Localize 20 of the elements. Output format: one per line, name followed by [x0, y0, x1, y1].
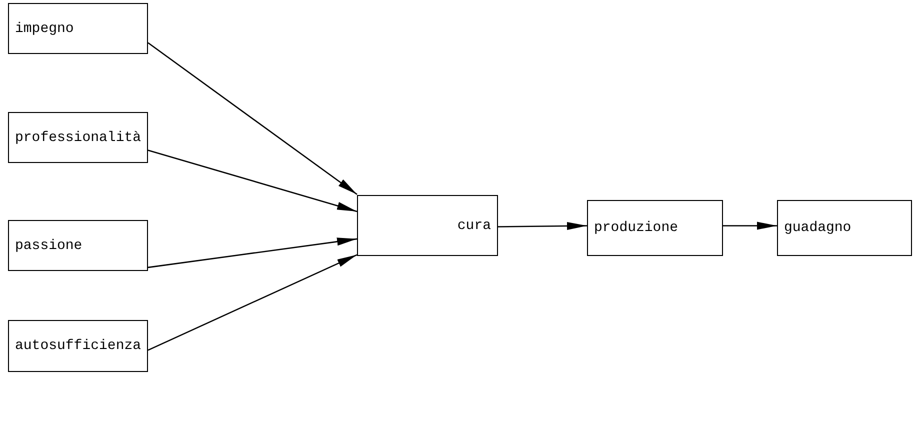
process-box: [357, 195, 498, 256]
process-box: [8, 3, 148, 54]
arrow: [148, 238, 358, 268]
box-label: guadagno: [784, 220, 852, 236]
process-box: [8, 320, 148, 372]
process-box: [777, 200, 912, 256]
process-box: [587, 200, 723, 256]
arrow: [148, 150, 358, 212]
box-label: professionalità: [15, 130, 142, 146]
process-box: [8, 220, 148, 271]
arrow: [148, 254, 358, 351]
box-label: produzione: [594, 220, 678, 236]
arrow: [148, 42, 358, 195]
process-box: [8, 112, 148, 163]
box-label: autosufficienza: [15, 338, 142, 354]
arrow: [723, 222, 777, 230]
arrow: [498, 222, 587, 230]
box-label: cura: [457, 218, 491, 234]
box-label: impegno: [15, 20, 74, 36]
box-label: passione: [15, 238, 82, 254]
